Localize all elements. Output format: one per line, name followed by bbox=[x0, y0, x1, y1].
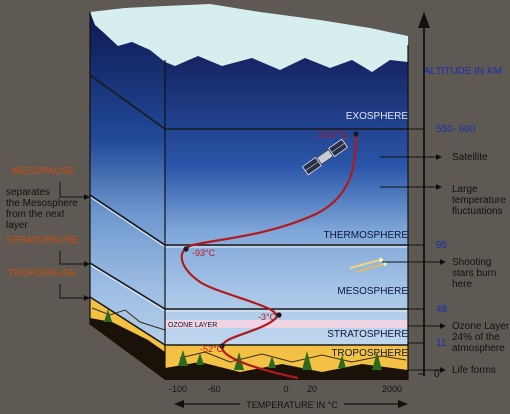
note-mesopause-4: layer bbox=[6, 220, 28, 231]
altitude-arrow-icon bbox=[418, 12, 430, 28]
temperature-arrow-right-icon bbox=[398, 400, 408, 408]
note-mesopause-3: from the next bbox=[6, 209, 65, 220]
temperature-tick-4: 20 bbox=[307, 384, 317, 394]
temp-mesopause: -93°C bbox=[192, 248, 216, 258]
temperature-tick-1: -100 bbox=[169, 384, 187, 394]
temperature-title: TEMPERATURE IN °C bbox=[246, 400, 338, 410]
annotation-shooting-2: stars burn bbox=[452, 268, 496, 279]
left-face bbox=[90, 12, 165, 380]
block-outline bbox=[89, 12, 409, 380]
boundary-highlights bbox=[89, 196, 408, 312]
altitude-ticks: 550- 600 95 48 11 0 bbox=[408, 124, 476, 380]
note-mesopause-1: separates bbox=[6, 187, 50, 198]
temp-tropopause: -52°C bbox=[200, 344, 224, 354]
pause-arrowheads bbox=[84, 194, 90, 301]
ground-dark-front bbox=[165, 362, 408, 380]
annotation-satellite: Satellite bbox=[452, 152, 488, 163]
altitude-tick-1: 550- 600 bbox=[436, 124, 476, 135]
temp-thermo-top: 1727°C bbox=[318, 130, 349, 140]
annotation-ozone-3: atmosphere bbox=[452, 343, 505, 354]
layer-label-mesosphere: MESOSPHERE bbox=[337, 286, 408, 297]
layer-label-ozone: OZONE LAYER bbox=[168, 322, 217, 329]
ozone-band-front bbox=[165, 320, 408, 328]
altitude-tick-5: 0 bbox=[434, 369, 440, 380]
label-stratopause: STRATOPAUSE bbox=[6, 235, 79, 246]
temp-stratopause: -3°C bbox=[258, 312, 277, 322]
temperature-ticks: -100 -60 0 20 2000 bbox=[169, 384, 402, 394]
temperature-tick-3: 0 bbox=[283, 384, 288, 394]
satellite-icon bbox=[301, 138, 349, 176]
label-mesopause: MESOPAUSE bbox=[12, 166, 75, 177]
ice-cap bbox=[90, 4, 408, 72]
annotation-ozone-1: Ozone Layer bbox=[452, 321, 510, 332]
shooting-stars-icon bbox=[349, 258, 387, 273]
temperature-title-bg bbox=[240, 397, 344, 411]
layer-label-exosphere: EXOSPHERE bbox=[346, 111, 409, 122]
layer-label-stratosphere: STRATOSPHERE bbox=[327, 329, 408, 340]
label-tropopause: TROPOPAUSE bbox=[8, 268, 77, 279]
curve-points bbox=[183, 131, 359, 349]
ground-contour-2 bbox=[179, 351, 407, 363]
annotation-ozone-2: 24% of the bbox=[452, 332, 500, 343]
front-face bbox=[165, 50, 408, 380]
annotation-leaders bbox=[380, 156, 440, 371]
annotation-shooting-3: here bbox=[452, 279, 472, 290]
ground-dark-side bbox=[90, 318, 165, 380]
pause-leaders bbox=[59, 182, 86, 299]
annotation-fluctuations-1: Large bbox=[452, 184, 478, 195]
altitude-tick-2: 95 bbox=[436, 240, 448, 251]
annotation-arrowheads bbox=[436, 154, 446, 373]
altitude-tick-4: 11 bbox=[436, 338, 447, 349]
annotation-shooting-1: Shooting bbox=[452, 257, 491, 268]
ground-contour-1 bbox=[91, 307, 166, 331]
altitude-title: ALTITUDE IN KM bbox=[424, 66, 502, 77]
altitude-tick-3: 48 bbox=[436, 304, 448, 315]
annotation-fluctuations-3: fluctuations bbox=[452, 206, 503, 217]
note-mesopause-2: the Mesosphere bbox=[6, 198, 78, 209]
annotation-fluctuations-2: temperature bbox=[452, 195, 506, 206]
temperature-tick-2: -60 bbox=[207, 384, 220, 394]
layer-label-thermosphere: THERMOSPHERE bbox=[324, 230, 409, 241]
temperature-tick-5: 2000 bbox=[382, 384, 402, 394]
temperature-arrow-left-icon bbox=[174, 400, 184, 408]
layer-label-troposphere: TROPOSPHERE bbox=[331, 348, 408, 359]
annotation-life: Life forms bbox=[452, 365, 496, 376]
boundaries bbox=[89, 74, 408, 346]
